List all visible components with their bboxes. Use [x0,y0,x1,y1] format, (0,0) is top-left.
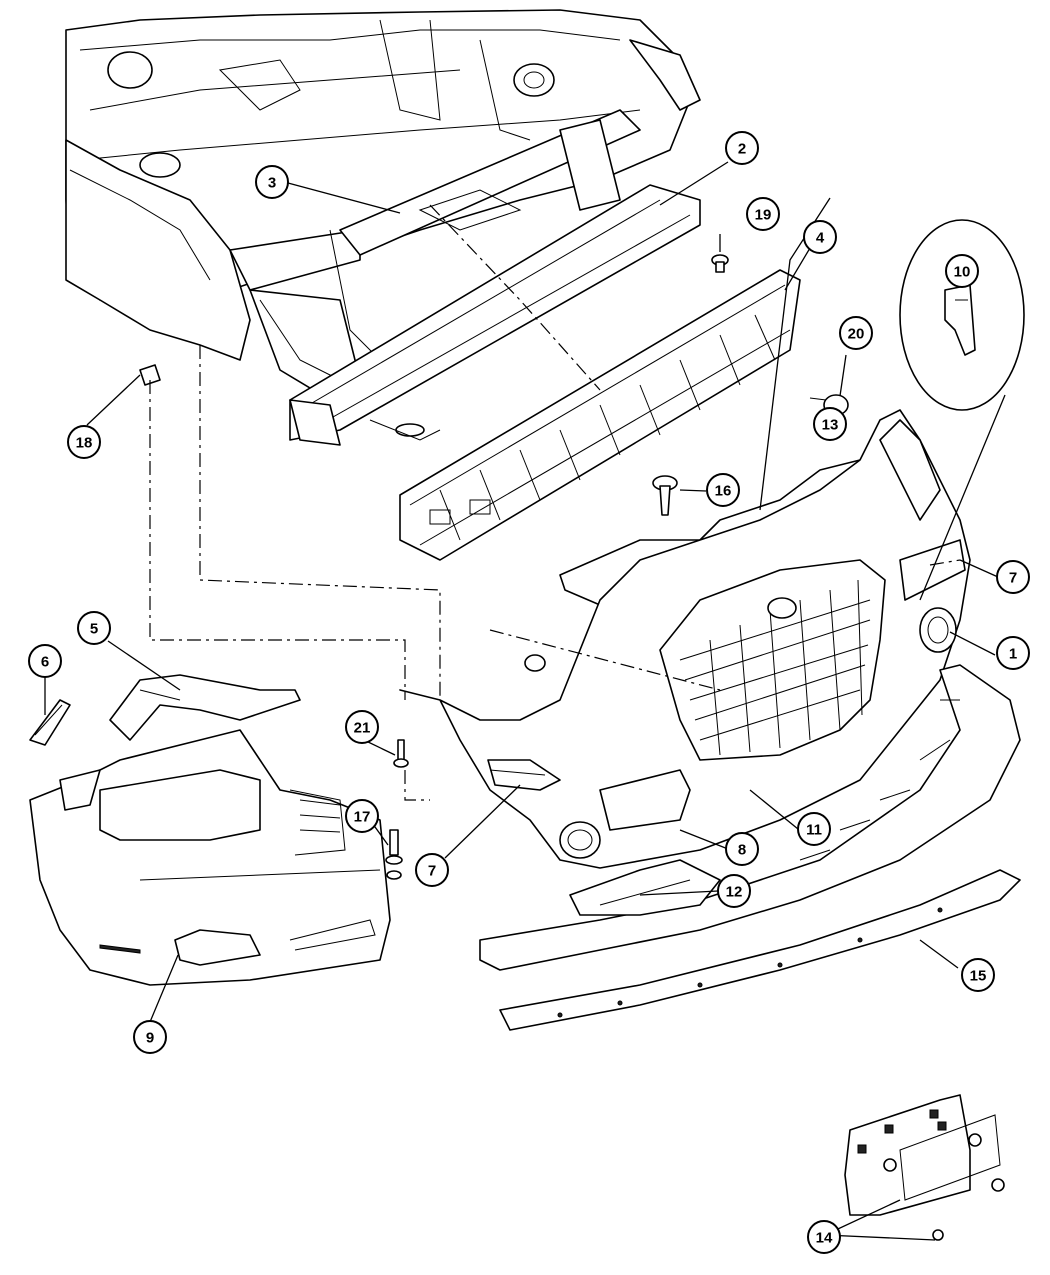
callout-2: 2 [725,131,759,165]
callout-7-right-label: 7 [1009,570,1017,587]
callout-21: 21 [345,710,379,744]
callout-15-label: 15 [970,968,987,985]
callout-14-label: 14 [816,1230,833,1247]
bumper-reinforcement-beam [289,184,701,446]
callout-21-label: 21 [354,720,371,737]
callout-6-label: 6 [41,654,49,671]
lower-air-dam [479,664,1021,971]
callout-13-label: 13 [822,417,839,434]
fastener-19 [711,254,729,273]
callout-3-label: 3 [268,175,276,192]
callout-3: 3 [255,165,289,199]
callout-18: 18 [67,425,101,459]
callout-18-label: 18 [76,435,93,452]
callout-12-label: 12 [726,884,743,901]
callout-10: 10 [945,254,979,288]
callout-5: 5 [77,611,111,645]
callout-12: 12 [717,874,751,908]
callout-5-label: 5 [90,621,98,638]
callout-16-label: 16 [715,483,732,500]
fascia-support-strip [499,869,1021,1031]
fog-lamp-bracket [569,859,721,916]
callout-16: 16 [706,473,740,507]
callout-8: 8 [725,832,759,866]
callout-7-right: 7 [996,560,1030,594]
callout-9-label: 9 [146,1030,154,1047]
part-6-clip [29,699,71,746]
fastener-16 [652,475,678,516]
callout-6: 6 [28,644,62,678]
callout-11-label: 11 [806,822,822,839]
callout-7-left-label: 7 [428,863,436,880]
callout-4-label: 4 [816,230,825,247]
callout-8-label: 8 [738,842,746,859]
callout-19-label: 19 [755,207,772,224]
fastener-18 [139,364,161,386]
callout-20-label: 20 [848,326,865,343]
callout-4: 4 [803,220,837,254]
callout-7-left: 7 [415,853,449,887]
callout-14: 14 [807,1220,841,1254]
callout-11: 11 [797,812,831,846]
license-plate-bracket [844,1094,1005,1241]
callout-17-label: 17 [354,809,371,826]
engine-bay-structure [65,9,701,401]
push-pin-fastener [524,654,546,672]
fastener-21 [393,739,409,768]
callout-1-label: 1 [1009,646,1017,663]
fastener-17 [385,829,403,880]
callout-2-label: 2 [738,141,746,158]
energy-absorber [399,269,801,561]
left-fascia-view [29,729,391,986]
callout-10-label: 10 [954,264,971,281]
part-5-bracket [109,674,301,741]
callout-1: 1 [996,636,1030,670]
callout-17: 17 [345,799,379,833]
callout-9: 9 [133,1020,167,1054]
callout-13: 13 [813,407,847,441]
part-10-inset [899,219,1025,411]
callout-19: 19 [746,197,780,231]
callout-20: 20 [839,316,873,350]
callout-15: 15 [961,958,995,992]
